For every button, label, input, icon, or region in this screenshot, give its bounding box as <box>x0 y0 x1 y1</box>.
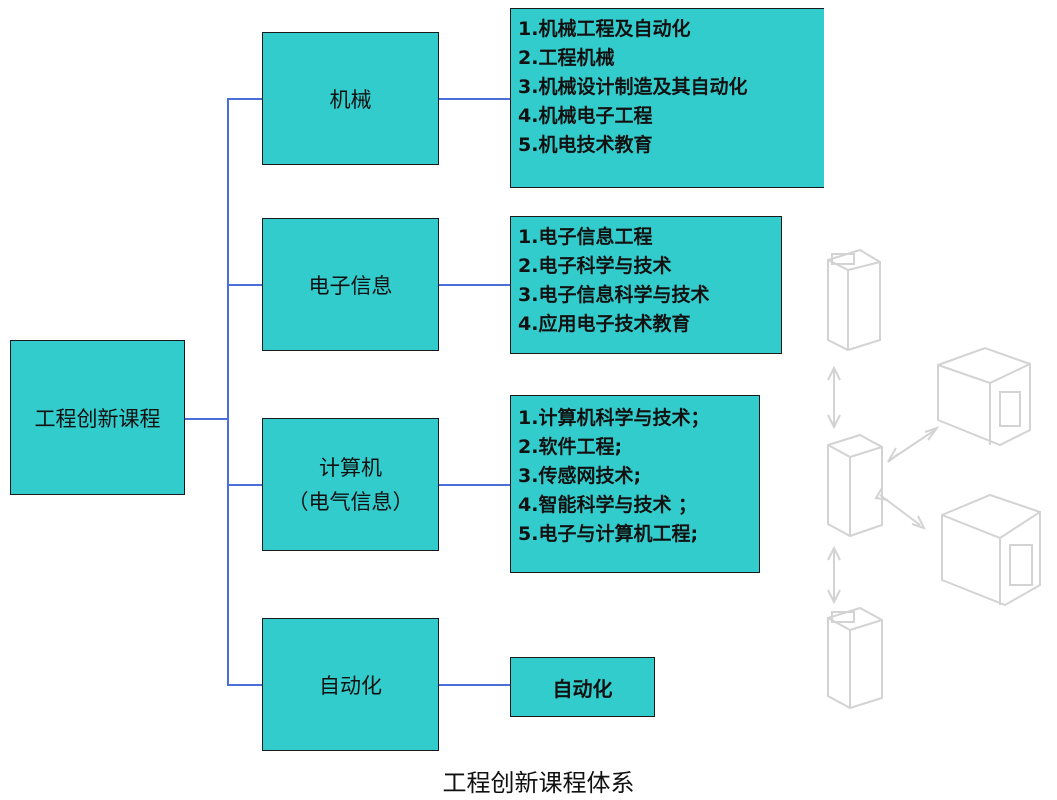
list-box-automation: 自动化 <box>510 657 655 717</box>
branch-node-label-line2: （电气信息） <box>287 489 414 514</box>
list-box-electronic-info: 1.电子信息工程 2.电子科学与技术 3.电子信息科学与技术 4.应用电子技术教… <box>510 216 782 354</box>
connector-branch-2-to-list <box>438 284 511 286</box>
list-item: 自动化 <box>552 676 613 701</box>
connector-trunk-to-branch-2 <box>227 284 263 286</box>
list-box-mechanical: 1.机械工程及自动化 2.工程机械 3.机械设计制造及其自动化 4.机械电子工程… <box>510 8 824 188</box>
list-item: 3.电子信息科学与技术 <box>518 284 710 306</box>
modular-machine-illustration <box>827 248 1041 710</box>
list-item: 2.工程机械 <box>518 47 615 69</box>
list-item: 4.智能科学与技术 ； <box>518 494 698 516</box>
connector-root-to-trunk <box>184 418 228 420</box>
root-node: 工程创新课程 <box>10 340 185 495</box>
branch-node-label: 电子信息 <box>308 273 393 298</box>
list-item: 1.电子信息工程 <box>518 226 653 248</box>
list-item: 4.应用电子技术教育 <box>518 313 691 335</box>
root-node-label: 工程创新课程 <box>34 406 161 431</box>
list-item: 4.机械电子工程 <box>518 105 653 127</box>
connector-trunk-to-branch-1 <box>227 98 263 100</box>
list-box-computer: 1.计算机科学与技术； 2.软件工程; 3.传感网技术; 4.智能科学与技术 ；… <box>510 395 760 573</box>
connector-branch-4-to-list <box>438 684 511 686</box>
list-item: 5.机电技术教育 <box>518 134 653 156</box>
list-item: 2.软件工程; <box>518 436 623 458</box>
list-item: 3.机械设计制造及其自动化 <box>518 76 748 98</box>
list-item: 3.传感网技术; <box>518 465 642 487</box>
branch-node-electronic-info: 电子信息 <box>262 218 439 351</box>
branch-node-automation: 自动化 <box>262 618 439 751</box>
connector-trunk-to-branch-4 <box>227 684 263 686</box>
connector-branch-1-to-list <box>438 98 511 100</box>
branch-node-label: 自动化 <box>319 673 382 698</box>
connector-branch-3-to-list <box>438 484 511 486</box>
list-item: 1.计算机科学与技术； <box>518 407 710 429</box>
branch-node-mechanical: 机械 <box>262 32 439 165</box>
branch-node-label: 机械 <box>329 87 372 112</box>
connector-trunk-to-branch-3 <box>227 484 263 486</box>
diagram-caption: 工程创新课程体系 <box>442 769 635 797</box>
list-item: 2.电子科学与技术 <box>518 255 672 277</box>
list-item: 1.机械工程及自动化 <box>518 18 691 40</box>
connector-trunk <box>227 98 229 686</box>
list-item: 5.电子与计算机工程; <box>518 523 699 545</box>
branch-node-label-line1: 计算机 <box>319 455 382 480</box>
branch-node-computer: 计算机 （电气信息） <box>262 418 439 551</box>
